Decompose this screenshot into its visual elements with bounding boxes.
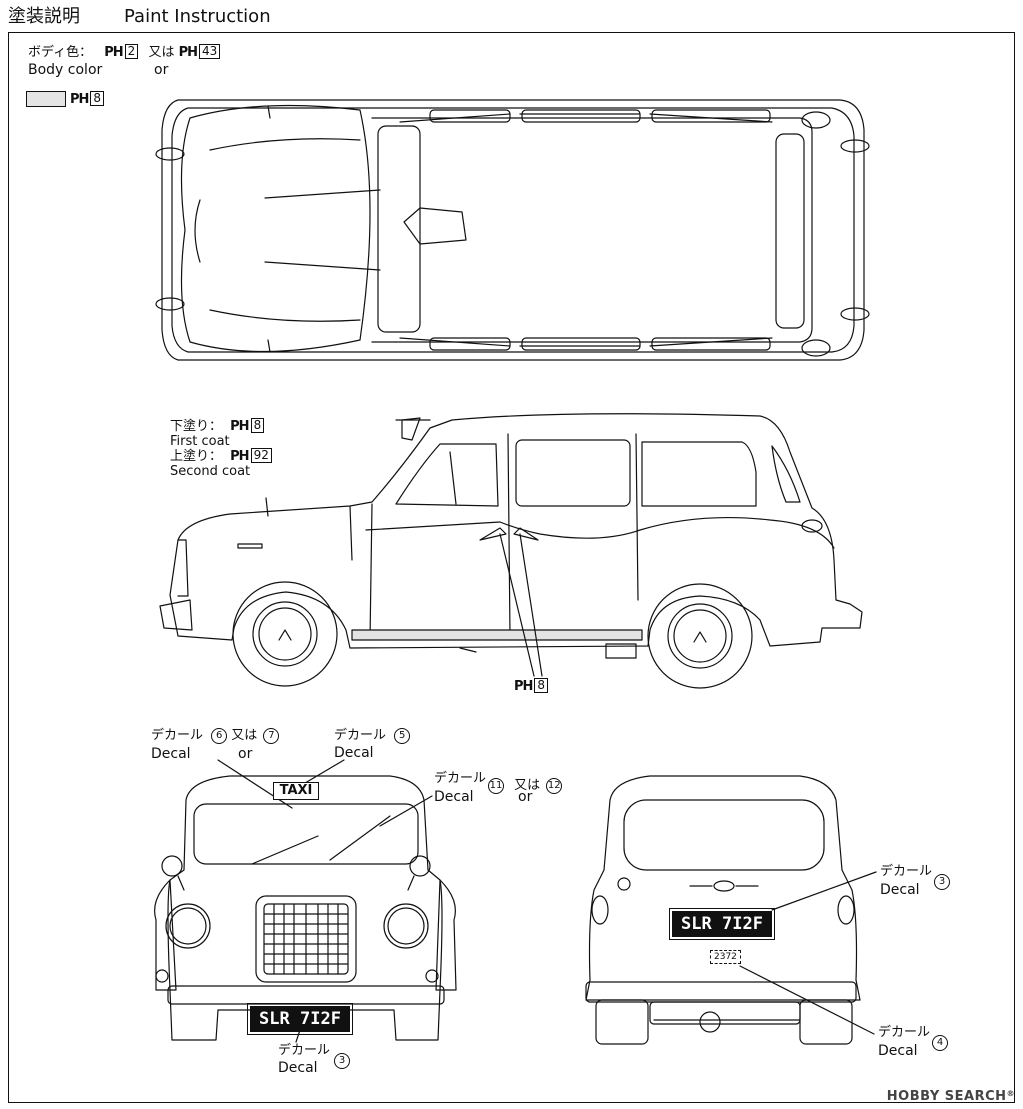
- side-view-drawing: [159, 413, 863, 689]
- rear-license-plate: SLR 7I2F: [669, 908, 775, 940]
- decal-3-front-label-jp: デカール: [278, 1043, 331, 1058]
- decal-3-rear-label-jp: デカール: [880, 864, 933, 879]
- body-color-or-en: or: [154, 62, 169, 78]
- taxi-sign: TAXI: [273, 782, 319, 800]
- decal-11-12-or-en: or: [518, 789, 533, 805]
- decal-11-12-label-jp: デカール: [434, 771, 487, 786]
- front-view-drawing: [154, 759, 457, 1043]
- decal-4-label-jp: デカール: [878, 1025, 931, 1040]
- decal-11-12-numbers: 11 又は 12: [488, 778, 563, 794]
- decal-3-rear-number: 3: [934, 873, 950, 890]
- rear-small-plate: 2372: [710, 950, 741, 964]
- body-color-code-1: 2: [124, 44, 139, 59]
- diagram-frame: [8, 32, 1015, 1103]
- ph-mark: PH: [104, 45, 123, 60]
- rear-view-drawing: [585, 775, 877, 1045]
- second-coat-en: Second coat: [170, 464, 251, 479]
- front-license-plate: SLR 7I2F: [247, 1003, 353, 1035]
- decal-4-label-en: Decal: [878, 1043, 918, 1059]
- title-en: Paint Instruction: [124, 6, 271, 27]
- decal-6-7-or-en: or: [238, 746, 253, 762]
- watermark: HOBBY SEARCH®: [886, 1089, 1015, 1104]
- first-coat-en: First coat: [170, 434, 230, 449]
- title-jp: 塗装説明: [8, 6, 80, 27]
- body-color-code-2: 43: [199, 44, 221, 59]
- decal-11-12-label-en: Decal: [434, 789, 474, 805]
- decal-4-number: 4: [932, 1034, 948, 1051]
- decal-3-rear-label-en: Decal: [880, 882, 920, 898]
- body-color-label-en: Body color: [28, 62, 103, 78]
- decal-6-7-label-en: Decal: [151, 746, 191, 762]
- decal-5-label-jp: デカール 5: [334, 728, 411, 744]
- decal-3-front-number: 3: [334, 1052, 350, 1069]
- decal-6-7-label-jp: デカール 6 又は 7: [151, 728, 280, 744]
- decal-5-label-en: Decal: [334, 745, 374, 761]
- color-swatch: [26, 91, 66, 107]
- decal-3-front-label-en: Decal: [278, 1060, 318, 1076]
- ph-mark: PH: [178, 45, 198, 60]
- top-view-drawing: [155, 99, 870, 361]
